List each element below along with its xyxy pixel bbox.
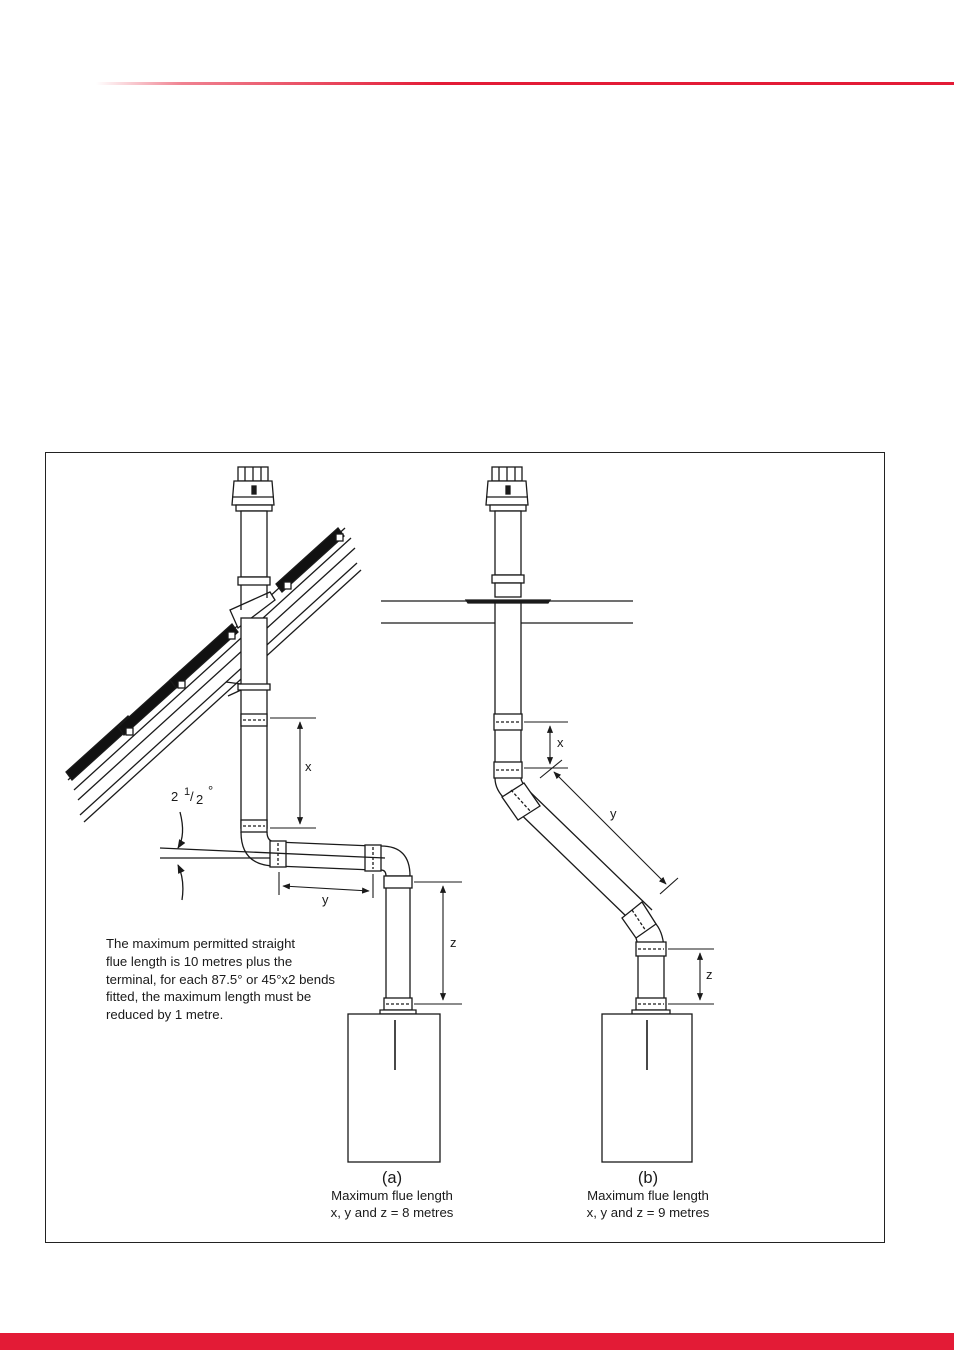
figure-b-caption-line-1: Maximum flue length bbox=[568, 1188, 728, 1205]
flue-length-note: The maximum permitted straight flue leng… bbox=[106, 935, 366, 1024]
figure-b-caption-line-2: x, y and z = 9 metres bbox=[568, 1205, 728, 1222]
dim-y-a: y bbox=[322, 892, 329, 907]
note-line-3: terminal, for each 87.5° or 45°x2 bends bbox=[106, 971, 366, 989]
note-line-2: flue length is 10 metres plus the bbox=[106, 953, 366, 971]
figure-b-dimensions bbox=[524, 722, 714, 1004]
footer-accent-bar bbox=[0, 1333, 954, 1350]
angle-den: 2 bbox=[196, 792, 203, 807]
note-line-4: fitted, the maximum length must be bbox=[106, 988, 366, 1006]
dim-z-a: z bbox=[450, 935, 457, 950]
angle-whole: 2 bbox=[171, 789, 178, 804]
figure-a-caption-line-1: Maximum flue length bbox=[312, 1188, 472, 1205]
figure-a-caption-line-2: x, y and z = 8 metres bbox=[312, 1205, 472, 1222]
dim-x-b: x bbox=[557, 735, 564, 750]
figure-a-caption: (a) Maximum flue length x, y and z = 8 m… bbox=[312, 1168, 472, 1221]
terminal-a bbox=[232, 467, 274, 511]
figure-b-caption: (b) Maximum flue length x, y and z = 9 m… bbox=[568, 1168, 728, 1221]
pitched-roof bbox=[66, 528, 361, 822]
figure-b-letter: (b) bbox=[568, 1168, 728, 1188]
figure-a-drawing bbox=[66, 467, 440, 1162]
dim-z-b: z bbox=[706, 967, 713, 982]
dim-y-b: y bbox=[610, 806, 617, 821]
note-line-1: The maximum permitted straight bbox=[106, 935, 366, 953]
dim-x-a: x bbox=[305, 759, 312, 774]
angle-slash: / bbox=[190, 789, 194, 804]
terminal-b bbox=[486, 467, 528, 511]
note-line-5: reduced by 1 metre. bbox=[106, 1006, 366, 1024]
angle-degree: ° bbox=[208, 783, 213, 798]
figure-a-letter: (a) bbox=[312, 1168, 472, 1188]
